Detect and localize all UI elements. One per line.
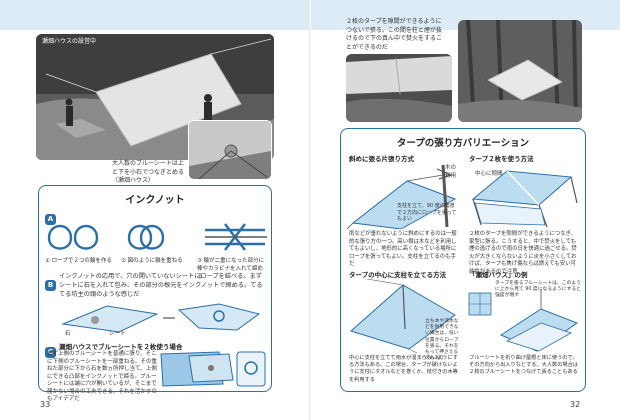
section-b-badge: B — [45, 272, 56, 291]
knot-box-title: インクノット — [125, 195, 185, 206]
two-tarp-diagram — [471, 170, 578, 228]
section-c-heading: 瀬畑ハウスでブルーシートを２枚使う場合 — [59, 343, 183, 351]
section-a-badge: A — [45, 206, 56, 225]
left-method-heading: 斜めに張る片張り方式 — [349, 155, 414, 163]
tarp-setup-photo: 瀬畑ハウスの設営中 — [36, 34, 274, 160]
tarp-photo-left — [346, 54, 452, 122]
tree-use-label: 木の利用 — [445, 165, 457, 179]
stone-label: 石 — [65, 331, 71, 337]
inset-caption: 大人数のブルーシートは上と下を小石でつなぎとめる（瀬畑ハウス） — [112, 160, 185, 184]
variation-box: タープの張り方バリエーション 斜めに張る片張り方式 タープ２枚を使う方法 木の利… — [340, 128, 586, 392]
seihata-heading: 「瀬畑ハウス」の例 — [469, 271, 528, 279]
variation-box-title: タープの張り方バリエーション — [396, 138, 530, 149]
center-pole-heading: タープの中心に支柱を立てる方法 — [349, 271, 447, 279]
left-page-number: 33 — [40, 400, 51, 409]
knot-diagram-b — [61, 303, 261, 333]
section-c-badge: C — [45, 339, 56, 358]
seihata-diagram — [468, 289, 579, 352]
seihata-text: ブルーシートを折り曲げ屋根と床に使うので、その方向から出入りなどする。大人数の場… — [469, 355, 578, 376]
knot-box: インクノット A ① ロープで２つの輪を作る ② 図のように輪を重ねる ③ 輪が… — [38, 185, 272, 402]
left-method-text: 雨などが垂れないように斜めにするのは一般的な張り方の一つ。高い樹は木などを利用し… — [349, 231, 457, 267]
section-c-text: まず上側のブルーシートを普通に張り、そこに下側のブルーシートを一部重ねる。その重… — [47, 351, 157, 402]
right-intro-text: ２枚のタープを隙間ができるようにつないで張る。この間を柱と煙が抜けるので下の真ん… — [346, 18, 443, 51]
right-method-heading: タープ２枚を使う方法 — [469, 155, 534, 163]
center-pole-diagram — [350, 279, 456, 353]
center-gap-label: 中心に隙間 — [475, 171, 503, 177]
knot-diagram-c — [160, 351, 266, 387]
inset-photo — [188, 120, 272, 180]
section-b-text: インクノットの応用で、穴の開いていないシートにロープを結べる。まずシートに石を入… — [59, 273, 263, 298]
right-page-number: 32 — [570, 400, 581, 409]
tarp-photo-right — [458, 20, 582, 122]
page-gutter — [309, 0, 311, 420]
photo-caption-top: 瀬畑ハウスの設営中 — [42, 38, 97, 45]
step-3-label: ③ 輪が二重になった部分に棒やカラビナを入れて締める — [197, 258, 265, 280]
step-2-label: ② 図のように輪を重ねる — [121, 258, 183, 264]
step-1-label: ① ロープで２つの輪を作る — [45, 258, 112, 264]
pole-label: 支柱を立て、90 度の角度で２方向にロープを張ってもよい — [397, 203, 457, 222]
center-pole-text: 中心に支柱を立てて雨水が溜まらないようにする方法もある。この場合、タープが破けな… — [349, 355, 458, 383]
knot-diagram-a — [47, 223, 267, 251]
center-pole-note: 立ち木や流木などを利用できない場合は、低い位置からロープを張る。それをもって押さ… — [425, 319, 459, 362]
right-method-text: ２枚のタープを隙間ができるようにつなぎ、家型に張る。こうすると、中で焚火をしても… — [469, 231, 577, 275]
seihata-label: タープを張るブルーシートは、このように上から見て 90 度になるようにすると強度… — [495, 281, 581, 299]
sheet-label: シート — [109, 331, 126, 337]
lean-to-diagram — [347, 164, 457, 229]
